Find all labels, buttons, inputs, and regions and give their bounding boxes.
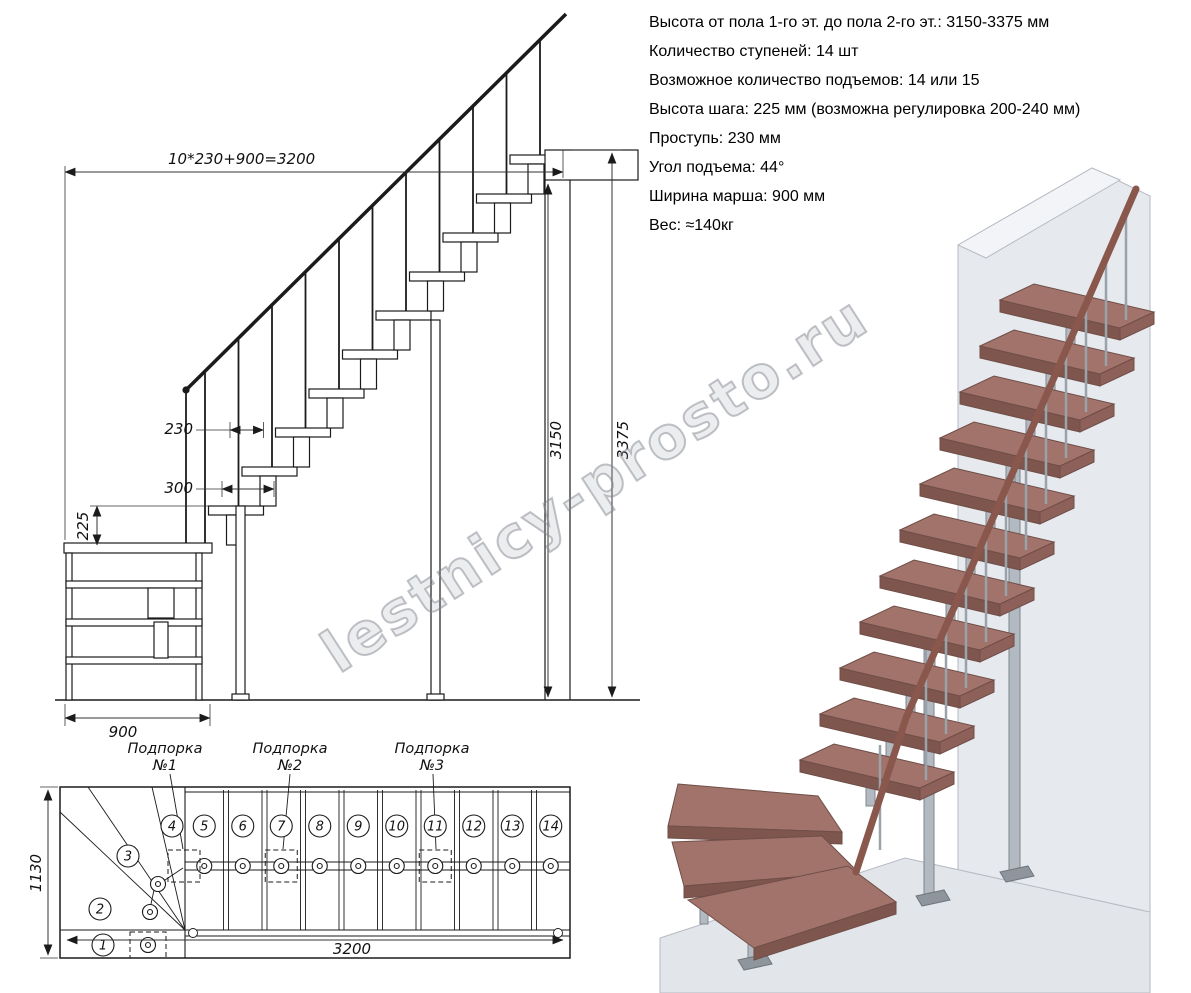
wall-top (956, 167, 1122, 259)
render-3d (659, 167, 1156, 993)
plan-drawing: Подпорка №1 Подпорка №2 Подпорка №3 1 2 … (27, 741, 571, 959)
spec-line-angle: Угол подъема: 44° (649, 159, 785, 176)
step-3: 3 (124, 850, 132, 865)
step-14: 14 (542, 820, 559, 835)
support-1-label: Подпорка (128, 741, 203, 757)
dim-tread-label: 230 (164, 420, 193, 438)
step-12: 12 (465, 820, 482, 835)
support-2-number: №2 (277, 758, 302, 774)
spec-line-rises: Возможное количество подъемов: 14 или 15 (649, 72, 980, 89)
step-numbers: 1 2 3 4 5 6 7 8 9 10 11 12 13 1 (88, 814, 563, 957)
step-1: 1 (99, 939, 107, 954)
plan-dimensions: 1130 3200 (27, 786, 564, 959)
dim-top-label: 10*230+900=3200 (168, 150, 315, 168)
step-7: 7 (277, 820, 286, 835)
step-8: 8 (316, 820, 324, 835)
step-13: 13 (504, 820, 521, 835)
spec-line-weight: Вес: ≈140кг (649, 217, 734, 234)
support-3-label: Подпорка (395, 741, 470, 757)
spec-line-tread: Проступь: 230 мм (649, 130, 781, 147)
render-handrail (852, 185, 1140, 876)
step-9: 9 (354, 820, 362, 835)
dim-module-label: 300 (164, 479, 193, 497)
support-columns (231, 319, 445, 701)
spec-line-width: Ширина марша: 900 мм (649, 188, 826, 205)
support-labels: Подпорка №1 Подпорка №2 Подпорка №3 (128, 741, 470, 850)
step-5: 5 (200, 820, 208, 835)
spine-connectors (139, 857, 559, 954)
step-6: 6 (239, 820, 247, 835)
spec-list: Высота от пола 1-го эт. до пола 2-го эт.… (649, 8, 1189, 240)
elevation-dimensions: 10*230+900=3200 900 3150 3375 230 300 (64, 149, 632, 741)
tread-lines (185, 790, 570, 930)
elevation-drawing: 10*230+900=3200 900 3150 3375 230 300 (55, 12, 640, 741)
dim-total-label: 3375 (614, 421, 632, 459)
support-1-number: №1 (152, 758, 177, 774)
plan-rail (60, 928, 570, 938)
step-11: 11 (427, 820, 444, 835)
plan-outline (59, 786, 571, 959)
floor (659, 857, 1151, 993)
riser-modules (225, 163, 545, 546)
support-3-number: №3 (419, 758, 444, 774)
dim-floor-label: 3150 (547, 421, 565, 459)
dim-rise-label: 225 (74, 512, 92, 541)
step-10: 10 (388, 820, 405, 835)
step-4: 4 (168, 820, 176, 835)
render-balusters (878, 212, 1128, 850)
dim-width-label: 900 (109, 723, 138, 741)
support-boxes (129, 849, 452, 959)
balusters (185, 40, 541, 543)
entry-platform (63, 542, 213, 701)
dim-length-label: 3200 (333, 940, 371, 958)
dim-depth-label: 1130 (27, 854, 45, 892)
spec-line-step-height: Высота шага: 225 мм (возможна регулировк… (649, 101, 1081, 118)
support-2-label: Подпорка (253, 741, 328, 757)
step-2: 2 (96, 903, 104, 918)
treads (207, 154, 573, 516)
render-winders (667, 783, 898, 971)
spec-line-steps: Количество ступеней: 14 шт (649, 43, 859, 60)
spec-line-height: Высота от пола 1-го эт. до пола 2-го эт.… (649, 14, 1050, 31)
render-treads (798, 283, 1156, 807)
